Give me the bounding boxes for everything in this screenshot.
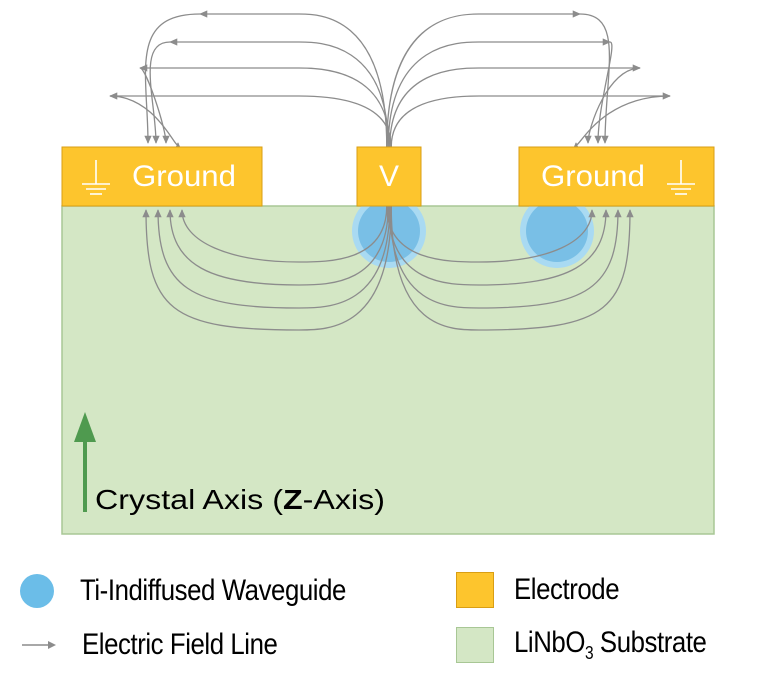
field-line [109, 95, 182, 151]
field-line [386, 13, 480, 148]
field-line [144, 13, 201, 144]
field-line [298, 205, 388, 263]
ground-symbol-icon [82, 160, 110, 195]
ground-label-right: Ground [541, 160, 645, 193]
field-line [178, 209, 300, 263]
field-line [389, 67, 480, 148]
field-line [298, 95, 392, 148]
legend-waveguide: Ti-Indiffused Waveguide [20, 574, 389, 608]
legend: Ti-Indiffused Waveguide Electric Field L… [0, 560, 780, 680]
arrow-icon [22, 641, 56, 649]
field-line [298, 67, 391, 148]
legend-substrate: LiNbO3 Substrate [456, 626, 738, 664]
electrode-swatch [456, 572, 494, 608]
field-line [139, 67, 170, 144]
field-line [594, 41, 613, 144]
field-line [142, 209, 300, 331]
field-line [579, 13, 611, 144]
waveguide-swatch-icon [20, 574, 54, 608]
field-line [298, 205, 389, 286]
substrate-swatch [456, 627, 494, 663]
field-line [390, 95, 480, 148]
field-line [478, 209, 610, 286]
signal-electrode [356, 146, 422, 207]
legend-field-line: Electric Field Line [20, 628, 309, 662]
field-line [149, 41, 171, 144]
legend-electrode: Electrode [456, 572, 636, 608]
field-line [166, 209, 300, 286]
field-line [584, 67, 641, 144]
crystal-axis-label: Crystal Axis (Z-Axis) [95, 484, 385, 515]
field-line [478, 209, 622, 309]
field-line [387, 41, 480, 148]
electrode-diagram: Ground V Ground Crystal Axis (Z-Axis) [61, 10, 715, 535]
field-line [298, 41, 389, 148]
field-line [298, 205, 391, 309]
field-line [390, 205, 480, 331]
field-line [298, 205, 392, 331]
ground-symbol-icon [667, 160, 695, 195]
crystal-axis-arrow [74, 412, 96, 512]
field-line [478, 209, 596, 263]
field-line [478, 209, 634, 331]
field-line [572, 95, 671, 151]
field-lines [109, 10, 671, 331]
ground-label-left: Ground [132, 160, 236, 193]
field-line [154, 209, 300, 309]
v-label: V [379, 160, 399, 193]
